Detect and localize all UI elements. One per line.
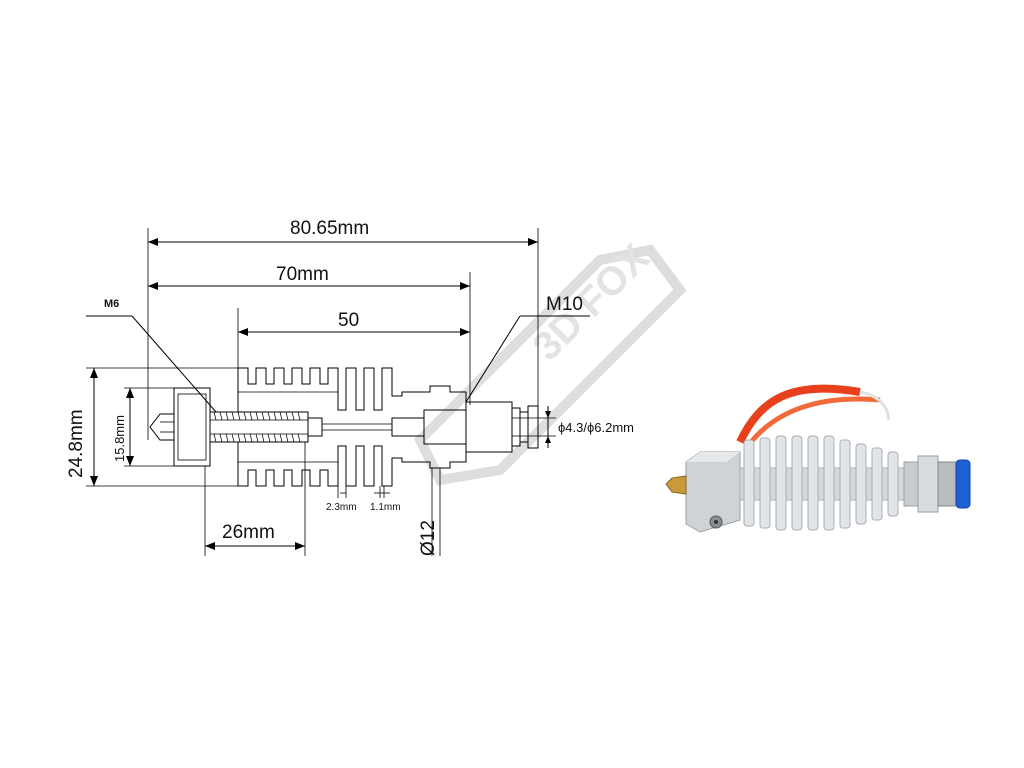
fin-pitch-label: 2.3mm bbox=[326, 502, 357, 513]
watermark-text: 3D FOX bbox=[525, 236, 658, 369]
dimension-24-8: 24.8mm bbox=[66, 367, 238, 487]
hotend-photo bbox=[665, 384, 971, 533]
dimension-50: 50 bbox=[237, 308, 470, 370]
leader-m6: M6 bbox=[86, 298, 217, 413]
dimension-overall: 80.65mm bbox=[147, 218, 539, 440]
m6-label: M6 bbox=[104, 298, 119, 310]
dimension-26: 26mm bbox=[204, 442, 306, 556]
hotend-outline bbox=[149, 367, 539, 487]
dim-26-label: 26mm bbox=[222, 522, 275, 543]
dim-diameter-label: Ø12 bbox=[418, 520, 439, 556]
dimension-15-8: 15.8mm bbox=[112, 387, 174, 467]
dim-24-8-label: 24.8mm bbox=[66, 409, 87, 478]
m10-label: M10 bbox=[546, 294, 583, 315]
bore-label: ϕ4.3/ϕ6.2mm bbox=[558, 420, 634, 435]
watermark: 3D FOX bbox=[413, 236, 687, 486]
dim-50-label: 50 bbox=[338, 310, 359, 331]
dimension-fins: 2.3mm 1.1mm bbox=[326, 486, 401, 513]
dimension-bore: ϕ4.3/ϕ6.2mm bbox=[538, 406, 634, 448]
leader-m10: M10 bbox=[465, 294, 590, 403]
dimension-diameter: Ø12 bbox=[418, 468, 441, 556]
dim-overall-label: 80.65mm bbox=[290, 218, 369, 239]
dimension-70: 70mm bbox=[148, 264, 471, 405]
dim-15-8-label: 15.8mm bbox=[112, 415, 127, 462]
dim-70-label: 70mm bbox=[276, 264, 329, 285]
fin-gap-label: 1.1mm bbox=[370, 502, 401, 513]
